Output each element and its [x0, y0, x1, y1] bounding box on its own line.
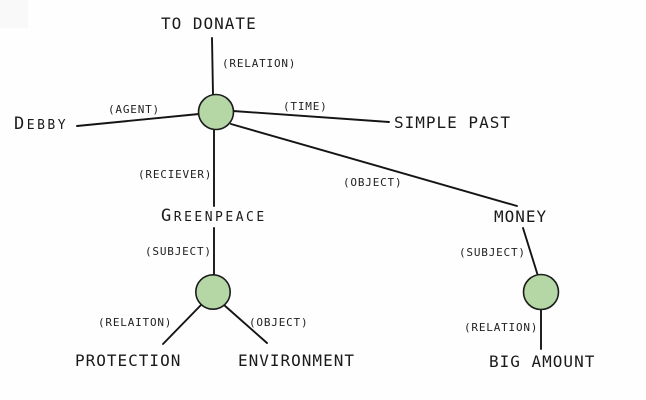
edge-label-relaiton: (RELAITON) — [98, 316, 173, 329]
word-label-simple-past: SIMPLE PAST — [394, 113, 511, 132]
word-label-environment: ENVIRONMENT — [238, 351, 355, 370]
edge-label-object-lower: (OBJECT) — [249, 316, 309, 329]
edge-label-subject-left: (SUBJECT) — [145, 245, 212, 258]
edge-line-subject-right — [522, 227, 539, 277]
word-label-protection: PROTECTION — [75, 351, 182, 370]
edge-line-relaiton — [162, 304, 202, 345]
edge-line-agent — [76, 113, 200, 127]
edge-label-object-upper: (OBJECT) — [343, 176, 403, 189]
concept-node-lower-right — [522, 273, 560, 311]
edge-label-agent: (AGENT) — [108, 103, 160, 116]
edge-line-time — [232, 110, 390, 123]
word-label-big-amount: BIG AMOUNT — [489, 352, 596, 371]
edge-label-relation-top: (RELATION) — [222, 57, 297, 70]
word-label-money: MONEY — [494, 207, 548, 226]
word-label-to-donate: TO DONATE — [161, 14, 257, 33]
edge-label-subject-right: (SUBJECT) — [459, 246, 526, 259]
word-label-debby: DEBBY — [14, 114, 69, 134]
edge-line-object-lower — [223, 304, 268, 344]
edge-label-reciever: (RECIEVER) — [138, 168, 213, 181]
concept-node-lower-left — [195, 273, 232, 310]
edge-label-relation-right: (RELATION) — [464, 321, 539, 334]
edge-line-relation-top — [211, 37, 214, 96]
word-label-greenpeace: GREENPEACE — [161, 206, 267, 226]
corner-artifact — [0, 0, 28, 28]
concept-node-main — [197, 93, 235, 131]
edge-label-time: (TIME) — [283, 100, 328, 113]
edge-line-object-upper — [230, 123, 518, 207]
